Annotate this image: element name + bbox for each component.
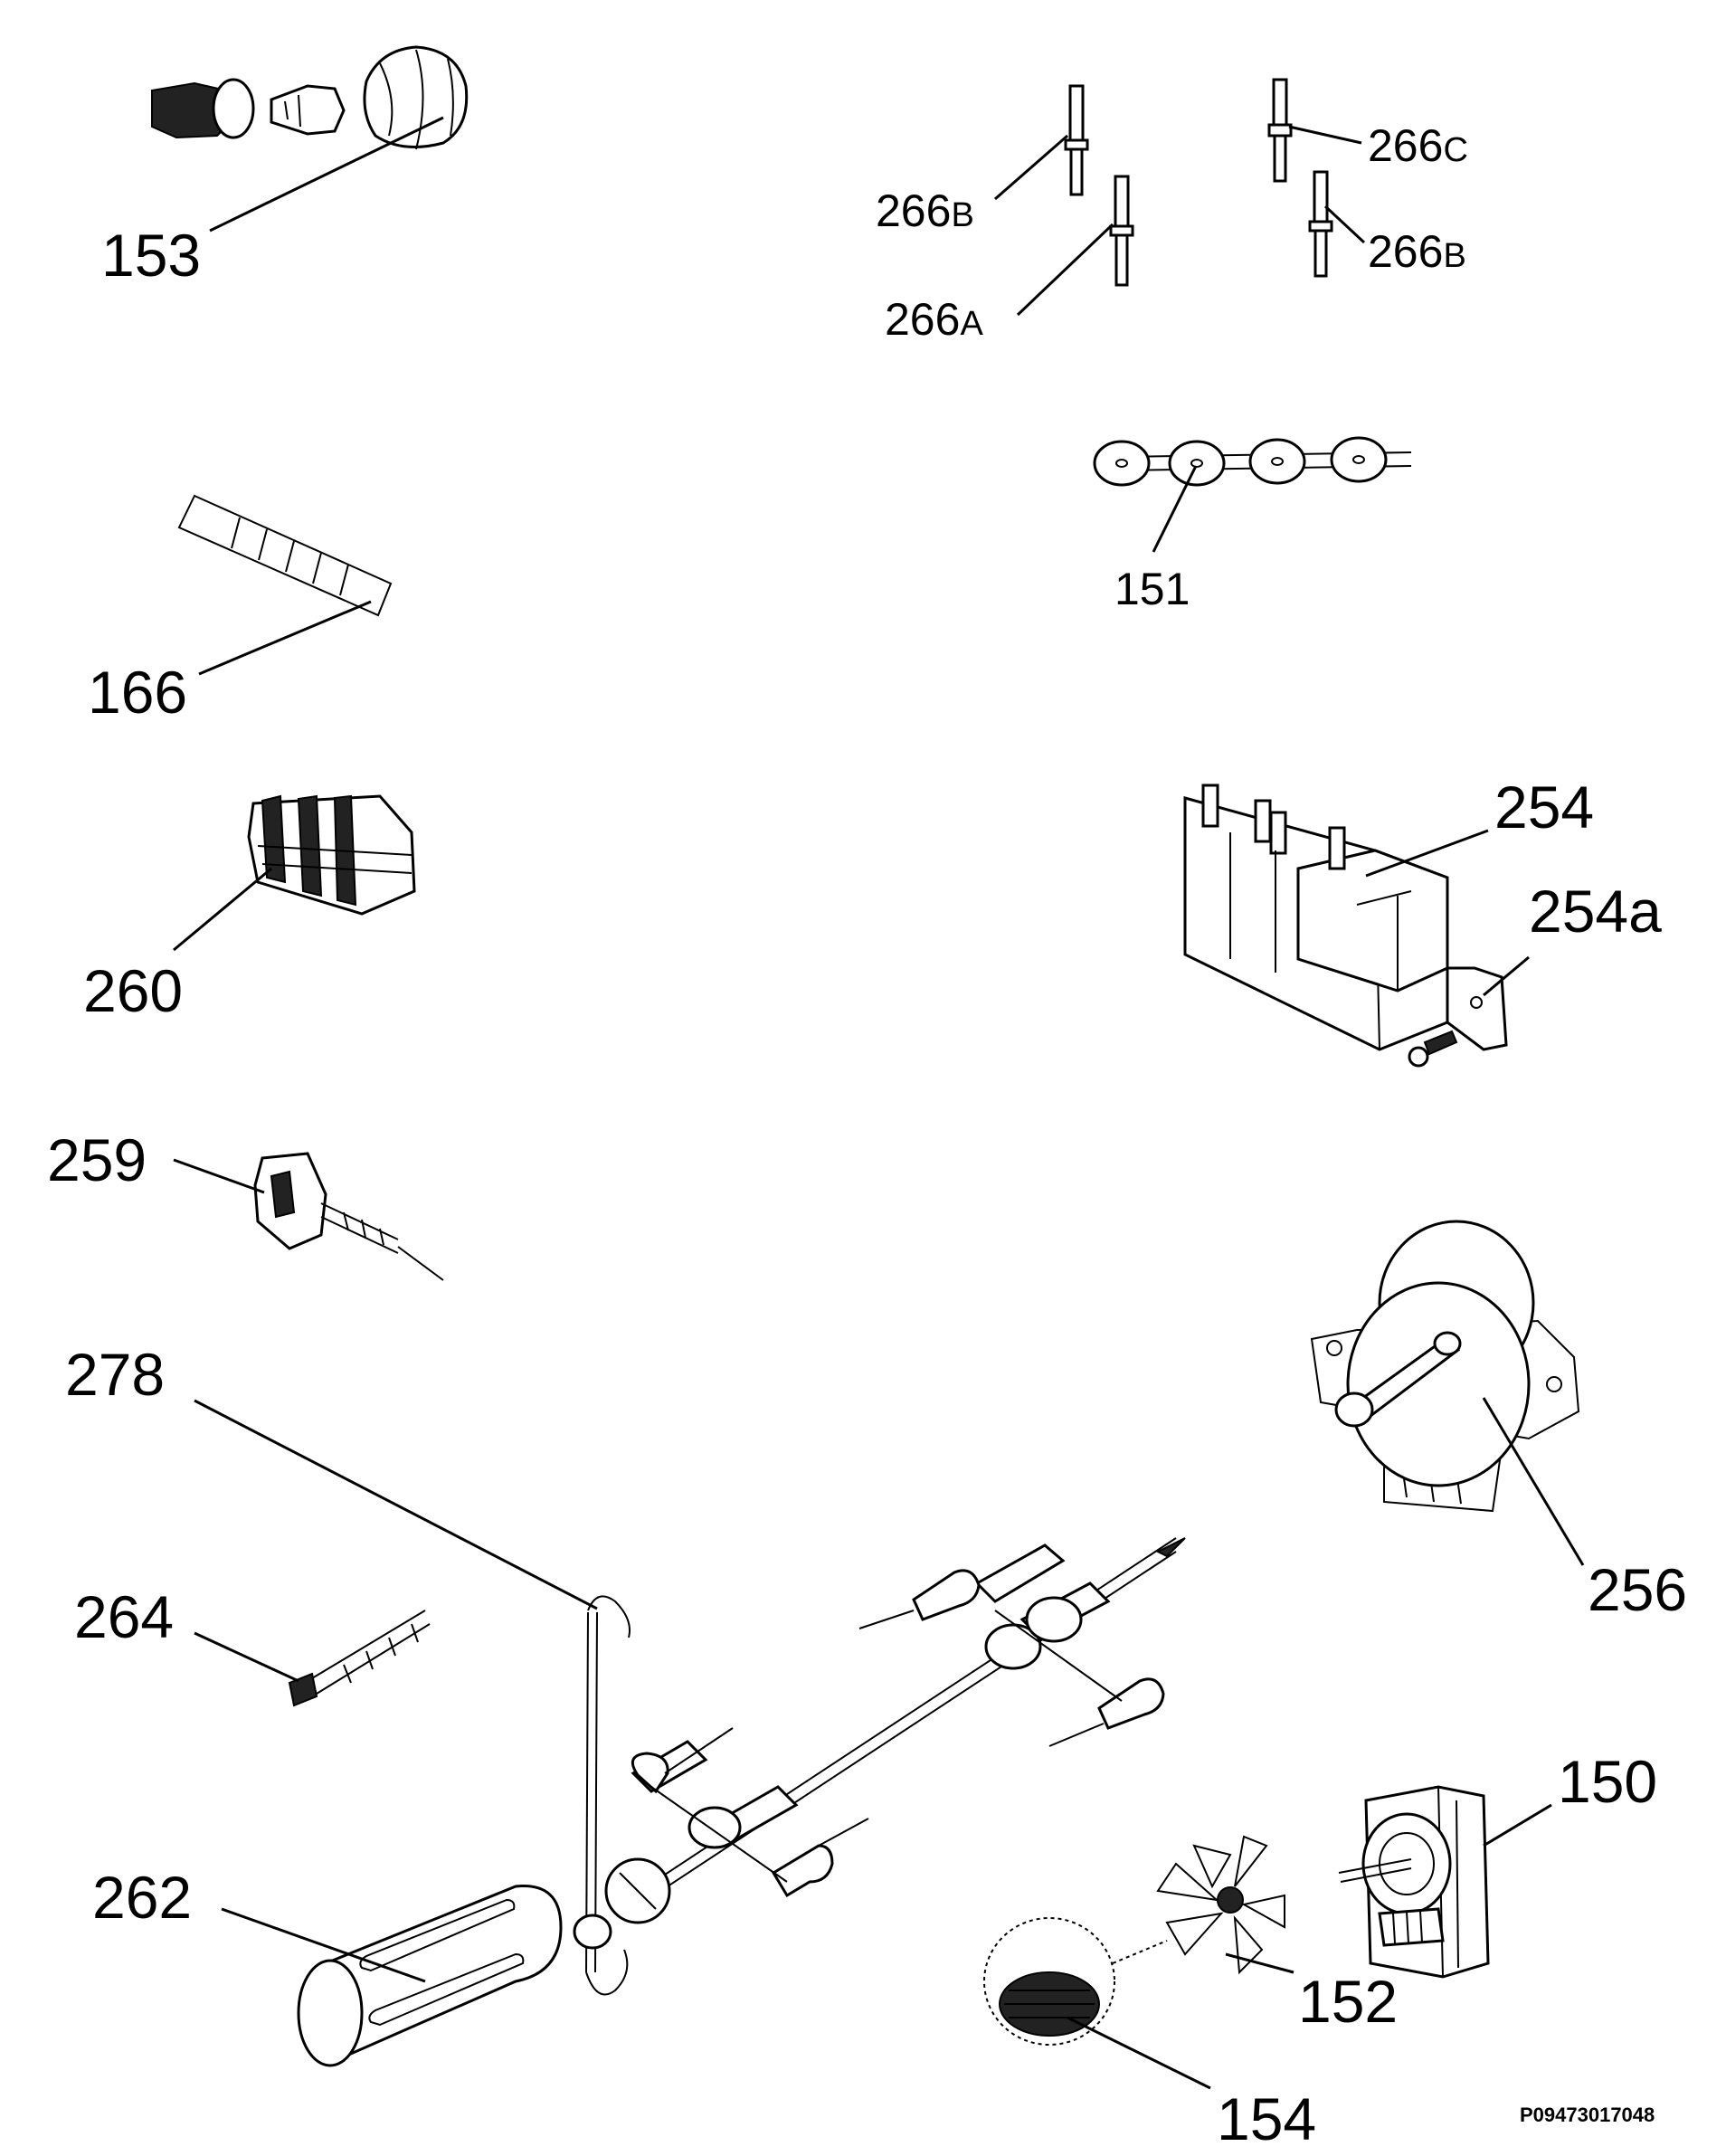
part-260-selector-switch[interactable] <box>173 794 416 952</box>
part-278-rotisserie-spit[interactable] <box>194 1399 1186 1996</box>
label-260: 260 <box>83 957 183 1024</box>
label-259: 259 <box>47 1126 147 1193</box>
part-256-motor[interactable] <box>1310 1220 1585 1566</box>
part-264-thermocouple[interactable] <box>194 1610 431 1707</box>
part-266a-electrode[interactable] <box>1016 175 1134 317</box>
part-266b-left-electrode[interactable] <box>994 84 1089 201</box>
label-266c: 266C <box>1368 120 1468 171</box>
part-254a-bracket[interactable] <box>1408 955 1530 1068</box>
part-254-ignition-generator[interactable] <box>1183 784 1489 1051</box>
label-151: 151 <box>1114 564 1190 614</box>
label-254: 254 <box>1494 774 1594 841</box>
part-166-label-strip[interactable] <box>177 494 393 676</box>
label-262: 262 <box>92 1864 192 1931</box>
label-266b-right: 266B <box>1368 226 1466 277</box>
part-266c-electrode[interactable] <box>1267 78 1362 183</box>
spit-fork-left <box>573 1727 869 1950</box>
label-153: 153 <box>101 222 201 289</box>
spit-fork-right <box>858 1537 1186 1747</box>
label-256: 256 <box>1588 1556 1687 1623</box>
label-266b-left: 266B <box>876 185 974 236</box>
part-154-grease-filter[interactable] <box>983 1917 1211 2090</box>
part-266b-right-electrode[interactable] <box>1308 170 1366 278</box>
part-150-fan-motor[interactable] <box>1338 1785 1552 1979</box>
part-259-thermostat[interactable] <box>173 1152 444 1281</box>
drawing-code: P09473017048 <box>1520 2104 1655 2126</box>
part-151-ignition-harness[interactable] <box>1093 436 1412 553</box>
label-150: 150 <box>1558 1748 1657 1815</box>
label-264: 264 <box>74 1583 174 1650</box>
part-153-lamp-assembly[interactable] <box>151 45 469 233</box>
part-262-cylinder-cover[interactable] <box>221 1885 563 2067</box>
label-166: 166 <box>88 659 187 726</box>
label-154: 154 <box>1217 2085 1316 2152</box>
part-152-fan-blade[interactable] <box>1156 1835 1294 1975</box>
label-278: 278 <box>65 1341 165 1408</box>
label-266a: 266A <box>885 294 983 345</box>
label-254a: 254a <box>1529 878 1662 945</box>
label-152: 152 <box>1298 1968 1398 2035</box>
